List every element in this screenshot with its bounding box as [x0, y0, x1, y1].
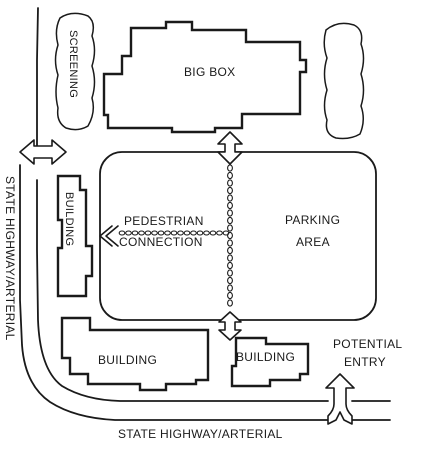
pedestrian-dot — [209, 230, 217, 236]
potential-entry-label-line2: ENTRY — [344, 355, 386, 369]
pedestrian-dot — [227, 231, 233, 240]
pedestrian-dot — [227, 276, 233, 285]
pedestrian-dot — [227, 179, 233, 187]
pedestrian-dot — [227, 186, 233, 195]
pedestrian-dot — [227, 216, 233, 225]
pedestrian-dot — [227, 224, 233, 232]
potential-entry-arrow-icon — [325, 373, 355, 425]
pedestrian-dot — [125, 230, 132, 236]
pedestrian-path-vertical — [227, 164, 233, 307]
pedestrian-dot — [227, 291, 233, 300]
pedestrian-dot — [227, 209, 233, 217]
pedestrian-dot — [177, 230, 184, 236]
pedestrian-dot — [227, 171, 233, 180]
screening-area-right — [323, 22, 365, 140]
pedestrian-dot — [227, 194, 233, 202]
big-box-label: BIG BOX — [184, 65, 235, 79]
pedestrian-dot — [170, 230, 178, 236]
building-left-label: BUILDING — [63, 192, 75, 246]
pedestrian-dot — [138, 230, 145, 236]
highway-label-vertical: STATE HIGHWAY/ARTERIAL — [3, 176, 17, 341]
building-bottom-left: BUILDING — [60, 316, 210, 392]
pedestrian-dot — [131, 230, 139, 236]
pedestrian-dot — [164, 230, 171, 236]
pedestrian-dot — [222, 230, 230, 236]
chevron-left-icon — [99, 225, 119, 247]
pedestrian-dot — [227, 201, 233, 210]
highway-label-horizontal: STATE HIGHWAY/ARTERIAL — [118, 427, 283, 441]
pedestrian-dot — [183, 230, 191, 236]
pedestrian-dot — [227, 164, 233, 172]
potential-entry-label-line1: POTENTIAL — [333, 337, 402, 351]
double-arrow-icon — [218, 311, 242, 341]
building-bottom-left-label: BUILDING — [98, 353, 157, 367]
pedestrian-dot — [203, 230, 210, 236]
parking-label-line2: AREA — [296, 235, 330, 249]
building-bottom-right: BUILDING — [230, 336, 310, 388]
pedestrian-dot — [227, 299, 233, 307]
screening-area: SCREENING — [54, 12, 96, 131]
pedestrian-dot — [144, 230, 152, 236]
pedestrian-dot — [227, 254, 233, 262]
building-bottom-right-label: BUILDING — [236, 350, 295, 364]
pedestrian-dot — [216, 230, 223, 236]
parking-label-line1: PARKING — [285, 213, 340, 227]
building-left: BUILDING — [56, 174, 94, 298]
pedestrian-dot — [227, 261, 233, 270]
pedestrian-dot — [227, 246, 233, 255]
pedestrian-dot — [227, 284, 233, 292]
access-arrow-left-icon — [19, 139, 67, 165]
pedestrian-dot — [227, 239, 233, 247]
screening-label: SCREENING — [67, 30, 79, 98]
double-arrow-icon — [217, 131, 243, 165]
pedestrian-dot — [118, 230, 126, 236]
pedestrian-dot — [196, 230, 204, 236]
pedestrian-dot — [227, 269, 233, 277]
pedestrian-dot — [157, 230, 165, 236]
big-box-building: BIG BOX — [102, 20, 308, 134]
pedestrian-path-horizontal — [118, 230, 230, 236]
road-edges — [19, 7, 391, 421]
pedestrian-label-line2: CONNECTION — [119, 235, 203, 249]
pedestrian-label-line1: PEDESTRIAN — [124, 214, 204, 228]
pedestrian-dot — [190, 230, 197, 236]
pedestrian-dot — [151, 230, 158, 236]
